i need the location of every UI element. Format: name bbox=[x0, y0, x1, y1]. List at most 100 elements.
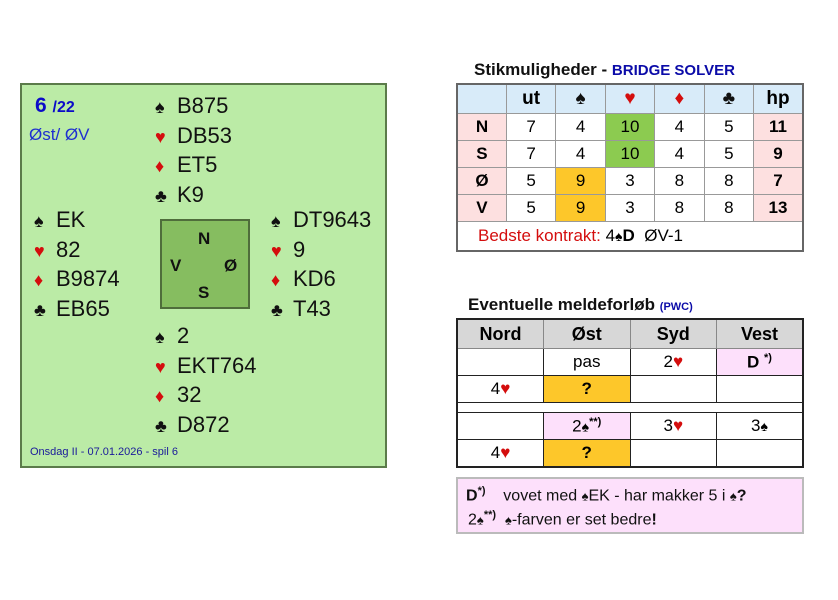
cell: 8 bbox=[703, 167, 755, 195]
bid: 3♠ bbox=[716, 412, 804, 440]
north-hearts: DB53 bbox=[177, 122, 233, 148]
note-excl: ! bbox=[651, 511, 657, 529]
compass-east: Ø bbox=[224, 256, 238, 275]
diamond-icon: ♦ bbox=[654, 83, 705, 114]
bid: 4♥ bbox=[456, 375, 544, 403]
note-text: vovet med bbox=[503, 487, 578, 505]
east-diamonds: KD6 bbox=[293, 266, 336, 292]
header-cell: hp bbox=[753, 83, 804, 114]
bid-double: D bbox=[747, 352, 760, 372]
bidding-title: Eventuelle meldeforløb (PWC) bbox=[468, 295, 693, 315]
spade-icon: ♠ bbox=[760, 418, 768, 434]
cell: 4 bbox=[654, 113, 705, 141]
cell: 8 bbox=[654, 167, 705, 195]
footnote-mark: **) bbox=[589, 415, 602, 428]
heart-icon: ♥ bbox=[672, 416, 684, 435]
club-icon: ♣ bbox=[155, 416, 167, 437]
header-syd: Syd bbox=[629, 318, 717, 349]
north-diamonds: ET5 bbox=[177, 152, 218, 178]
hp-cell: 9 bbox=[753, 140, 804, 168]
spade-icon: ♠ bbox=[615, 228, 623, 244]
spade-icon: ♠ bbox=[155, 97, 165, 117]
cell: 8 bbox=[654, 194, 705, 222]
cell: 4 bbox=[654, 140, 705, 168]
diamond-icon: ♦ bbox=[34, 270, 44, 291]
note-line-2: 2♠**) ♠-farven er set bedre! bbox=[468, 509, 657, 529]
south-diamonds: 32 bbox=[177, 382, 202, 408]
footnote-mark: *) bbox=[764, 351, 772, 364]
west-diamonds: B9874 bbox=[56, 266, 120, 292]
hp-cell: 7 bbox=[753, 167, 804, 195]
best-contract: Bedste kontrakt: 4♠D ØV-1 bbox=[456, 221, 804, 252]
heart-icon: ♥ bbox=[672, 352, 684, 371]
cell: 4 bbox=[555, 113, 606, 141]
row-label: Ø bbox=[456, 167, 507, 195]
west-clubs: EB65 bbox=[56, 296, 110, 322]
bid: 4♥ bbox=[456, 439, 544, 468]
table-row: 4♥? bbox=[456, 375, 804, 403]
north-hand: ♠B875 ♥DB53 ♦ET5 ♣K9 bbox=[155, 92, 232, 211]
heart-icon: ♥ bbox=[155, 356, 166, 377]
cell: 3 bbox=[604, 194, 656, 222]
north-spades: B875 bbox=[177, 93, 229, 118]
footnote-mark: **) bbox=[483, 509, 497, 521]
table-row: 4♥? bbox=[456, 439, 804, 468]
bidding-subtitle: (PWC) bbox=[659, 301, 693, 313]
cell: 5 bbox=[505, 194, 557, 222]
spade-icon: ♠ bbox=[581, 488, 589, 504]
bid-level: 4 bbox=[490, 443, 501, 462]
row-label: S bbox=[456, 140, 507, 168]
dealer-vulnerability: Øst/ ØV bbox=[29, 125, 90, 144]
north-clubs: K9 bbox=[177, 182, 204, 208]
cell: 10 bbox=[604, 113, 656, 141]
compass-box: N V Ø S bbox=[160, 219, 250, 309]
hp-cell: 13 bbox=[753, 194, 804, 222]
header-cell bbox=[456, 83, 507, 114]
diamond-icon: ♦ bbox=[155, 386, 165, 407]
east-spades: DT9643 bbox=[293, 207, 372, 232]
row-label: V bbox=[456, 194, 507, 222]
board-total: /22 bbox=[52, 99, 75, 116]
cell: 8 bbox=[703, 194, 755, 222]
notes-box: D*) vovet med ♠EK - har makker 5 i ♠? 2♠… bbox=[456, 477, 804, 534]
note-level: 2 bbox=[468, 511, 477, 529]
board-number-value: 6 bbox=[35, 94, 47, 117]
note-line-1: D*) vovet med ♠EK - har makker 5 i ♠? bbox=[466, 485, 747, 505]
south-hand: ♠2 ♥EKT764 ♦32 ♣D872 bbox=[155, 322, 257, 441]
spade-icon: ♠ bbox=[271, 211, 281, 231]
note-text: EK - har makker 5 i bbox=[588, 487, 726, 505]
solver-subtitle: BRIDGE SOLVER bbox=[611, 62, 735, 79]
bid-level: 4 bbox=[490, 379, 501, 398]
club-icon: ♣ bbox=[155, 186, 167, 207]
diamond-icon: ♦ bbox=[155, 156, 165, 177]
best-contract-double: D bbox=[622, 226, 635, 245]
cell: 10 bbox=[604, 140, 656, 168]
west-hearts: 82 bbox=[56, 236, 81, 262]
spade-icon: ♠ bbox=[155, 327, 165, 347]
west-spades: EK bbox=[56, 207, 86, 232]
note-question: ? bbox=[736, 487, 747, 505]
cell: 4 bbox=[555, 140, 606, 168]
note-text: -farven er set bedre bbox=[511, 511, 652, 529]
hp-cell: 11 bbox=[753, 113, 804, 141]
compass-north: N bbox=[198, 229, 211, 248]
heart-icon: ♥ bbox=[604, 83, 656, 114]
best-contract-row: Bedste kontrakt: 4♠D ØV-1 bbox=[456, 221, 804, 252]
cell: 7 bbox=[505, 140, 557, 168]
spade-icon: ♠ bbox=[729, 488, 737, 504]
heart-icon: ♥ bbox=[500, 379, 511, 398]
bid: 2♠**) bbox=[543, 412, 631, 440]
bid-question: ? bbox=[543, 439, 631, 468]
cell: 3 bbox=[604, 167, 656, 195]
header-cell: ut bbox=[505, 83, 557, 114]
compass-west: V bbox=[170, 256, 182, 275]
spade-icon: ♠ bbox=[581, 418, 590, 435]
footnote-mark: *) bbox=[477, 485, 486, 497]
